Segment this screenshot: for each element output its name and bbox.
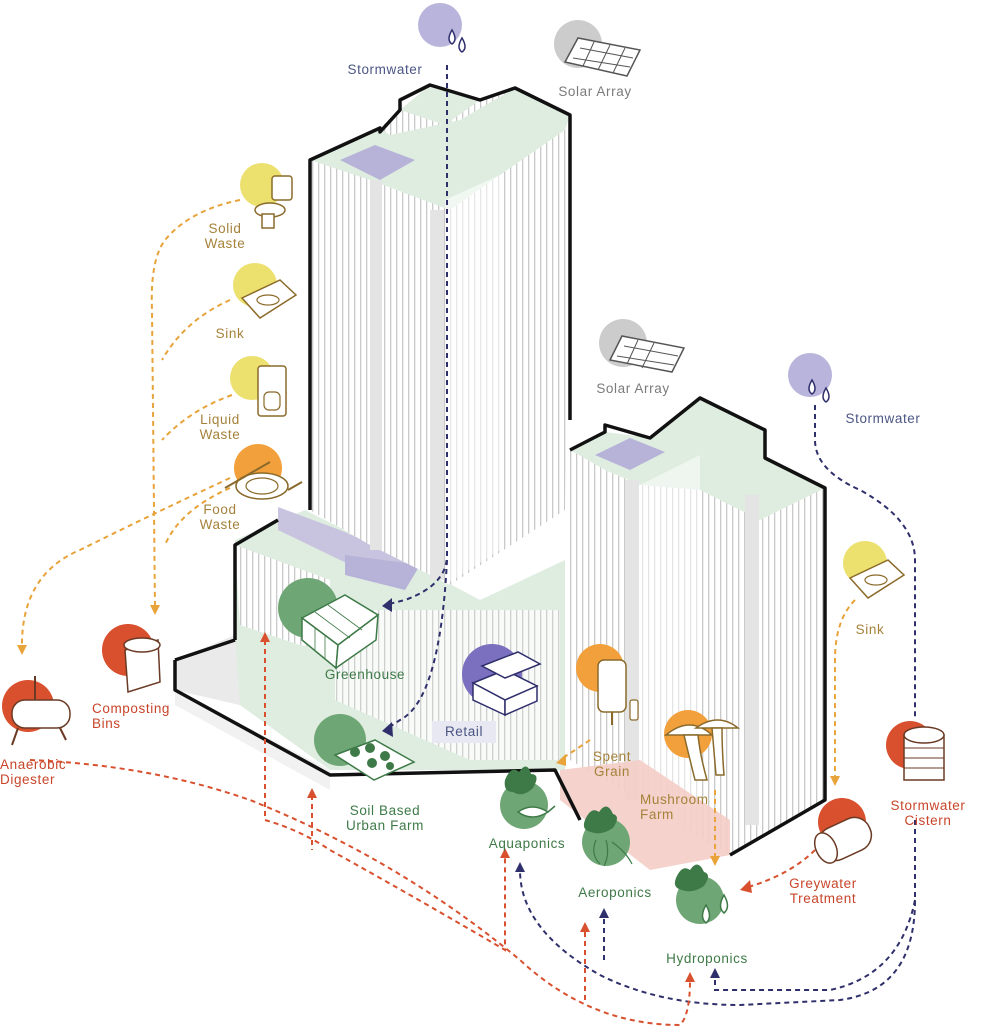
sink-icon	[843, 541, 906, 599]
mushroom-farm-level	[560, 760, 730, 870]
soil-based-urban-farm-label: Soil Based Urban Farm	[345, 803, 424, 833]
compost-bin-icon	[102, 624, 161, 693]
tower-left	[310, 85, 570, 585]
stormwater-label: Stormwater	[347, 62, 423, 77]
water-drops-icon	[788, 353, 832, 403]
mushroom-icon	[663, 710, 741, 781]
stormwater-cistern-label: Stormwater Cistern	[890, 798, 966, 828]
grain-silo-icon	[576, 644, 639, 725]
digester-tank-icon	[2, 676, 71, 746]
retail-label: Retail	[432, 721, 496, 743]
fish-plant-icon	[500, 766, 556, 829]
sink-label: Sink	[855, 622, 885, 637]
urinal-icon	[230, 356, 287, 417]
mushroom-farm-label: Mushroom Farm	[640, 792, 709, 822]
solid-waste-label: Solid Waste	[204, 221, 246, 251]
plant-drops-icon	[674, 864, 729, 924]
store-icon	[462, 644, 542, 717]
aquaponics-label: Aquaponics	[488, 836, 566, 851]
toilet-icon	[240, 163, 293, 229]
plate-utensils-icon	[224, 444, 303, 500]
food-waste-label: Food Waste	[199, 502, 241, 532]
greenhouse-label: Greenhouse	[324, 667, 406, 682]
flow-lines	[20, 65, 916, 1027]
anaerobic-digester-label: Anaerobic Digester	[0, 757, 67, 787]
greywater-treatment-label: Greywater Treatment	[789, 876, 857, 906]
liquid-waste-label: Liquid Waste	[199, 412, 241, 442]
solar-panel-icon	[599, 319, 686, 373]
planter-box-icon	[314, 714, 416, 781]
plant-roots-icon	[582, 806, 633, 867]
composting-bins-label: Composting Bins	[92, 701, 171, 731]
solar-panel-icon	[554, 20, 642, 77]
spent-grain-label: Spent Grain	[592, 749, 632, 779]
hydroponics-label: Hydroponics	[666, 951, 748, 966]
cistern-icon	[886, 721, 945, 781]
building-complex	[173, 83, 827, 870]
water-drops-icon	[418, 3, 466, 53]
sink-icon	[233, 263, 298, 319]
arrowheads	[17, 598, 840, 982]
greywater-tank-icon	[813, 798, 873, 864]
aeroponics-label: Aeroponics	[578, 885, 652, 900]
solar-array-label: Solar Array	[596, 381, 670, 396]
solar-array-label: Solar Array	[558, 84, 632, 99]
tower-right	[570, 398, 825, 855]
sink-label: Sink	[215, 326, 245, 341]
greenhouse-icon	[278, 578, 380, 670]
stormwater-label: Stormwater	[845, 411, 921, 426]
